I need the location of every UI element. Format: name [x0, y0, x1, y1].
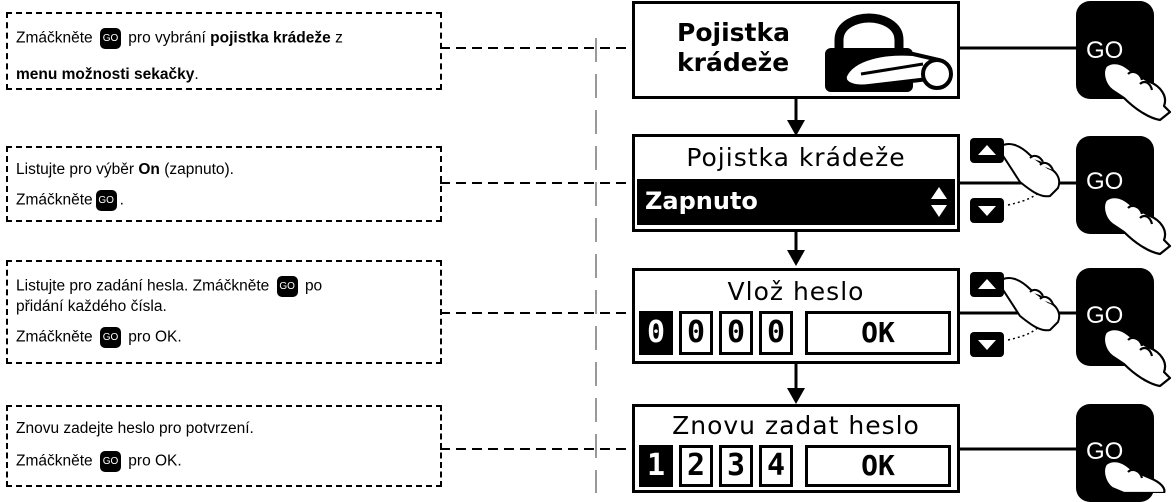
instruction-text: Listujte pro výběr — [16, 161, 135, 178]
instruction-text: Znovu zadejte heslo pro potvrzení. — [16, 420, 254, 437]
hand-icon-go-3 — [1102, 328, 1172, 388]
hand-icon-go-2 — [1102, 196, 1172, 256]
instruction-bold-text: pojistka krádeže — [210, 29, 331, 47]
instruction-text: . — [119, 191, 124, 209]
screen-title: Znovu zadat heslo — [672, 411, 920, 440]
pin-digit-2: 2 — [679, 445, 713, 487]
lcd-screen-reenter-pin: Znovu zadat heslo 1 2 3 4 OK — [632, 404, 960, 493]
instruction-text: pro vybrání — [128, 29, 206, 47]
instruction-text: Zmáčkněte — [16, 328, 93, 346]
screen-title: Vlož heslo — [727, 277, 865, 306]
pin-digit-4: 0 — [759, 311, 793, 355]
hand-icon-updown-3 — [997, 277, 1061, 332]
instruction-step-3: Listujte pro zadání hesla. Zmáčkněte GO … — [6, 260, 442, 364]
instruction-text: po — [304, 277, 323, 295]
screen-title: Pojistka krádeže — [686, 143, 906, 172]
pin-digit-2: 0 — [679, 311, 713, 355]
down-arrow-1 — [787, 98, 805, 136]
pin-digit-1: 1 — [639, 445, 673, 487]
lcd-screen-enter-pin: Vlož heslo 0 0 0 0 OK — [632, 268, 960, 364]
pin-digit-1: 0 — [639, 311, 673, 355]
go-badge-icon: GO — [99, 28, 121, 49]
down-arrow-2 — [787, 232, 805, 266]
lock-mower-icon — [825, 13, 953, 92]
menu-title: Pojistka krádeže — [677, 18, 790, 77]
go-button-label: GO — [1086, 168, 1124, 195]
pin-digit-3: 3 — [719, 445, 753, 487]
go-button-label: GO — [1086, 302, 1124, 329]
instruction-text: pro OK. — [128, 328, 182, 346]
instruction-text: Zmáčkněte — [16, 191, 93, 209]
instruction-step-4: Znovu zadejte heslo pro potvrzení. Zmáčk… — [6, 405, 442, 487]
go-badge-icon: GO — [99, 451, 121, 472]
instruction-text: přidání každého čísla. — [16, 298, 167, 315]
hand-icon-updown-2 — [997, 143, 1061, 198]
selected-option-bar: Zapnuto — [637, 179, 955, 225]
instruction-text: z — [335, 29, 343, 47]
pin-digit-3: 0 — [719, 311, 753, 355]
hand-icon-go-4 — [1102, 460, 1166, 493]
down-arrow-button-step-2 — [970, 198, 1004, 223]
lcd-screen-theft-protection-menu: Pojistka krádeže — [632, 1, 960, 99]
instruction-bold-text: On — [138, 161, 160, 178]
instruction-text: . — [194, 66, 199, 83]
lcd-screen-theft-protection-setting: Pojistka krádeže Zapnuto — [632, 134, 960, 232]
go-badge-icon: GO — [95, 190, 117, 211]
down-arrow-3 — [787, 364, 805, 404]
instruction-bold-text: menu možnosti sekačky — [16, 66, 195, 83]
down-arrow-button-step-3 — [970, 332, 1004, 357]
instruction-text: Zmáčkněte — [16, 452, 93, 470]
up-arrow-button-step-2 — [970, 138, 1004, 163]
hand-icon-go-1 — [1102, 62, 1172, 122]
instruction-text: Zmáčkněte — [16, 29, 93, 47]
selected-option-value: Zapnuto — [645, 187, 758, 215]
scroll-updown-icon — [931, 187, 947, 217]
go-badge-icon: GO — [276, 276, 298, 297]
instruction-text: pro OK. — [128, 452, 182, 470]
instruction-text: (zapnuto). — [164, 161, 234, 178]
instruction-text: Listujte pro zadání hesla. Zmáčkněte — [16, 277, 270, 295]
go-button-label: GO — [1086, 37, 1124, 64]
up-arrow-button-step-3 — [970, 272, 1004, 297]
go-badge-icon: GO — [99, 327, 121, 348]
pin-ok-box: OK — [805, 445, 951, 487]
instruction-step-2: Listujte pro výběr On (zapnuto). Zmáčkně… — [6, 146, 442, 222]
pin-ok-box: OK — [805, 311, 951, 355]
pin-digit-4: 4 — [759, 445, 793, 487]
instruction-step-1: Zmáčkněte GO pro vybrání pojistka krádež… — [6, 12, 442, 90]
